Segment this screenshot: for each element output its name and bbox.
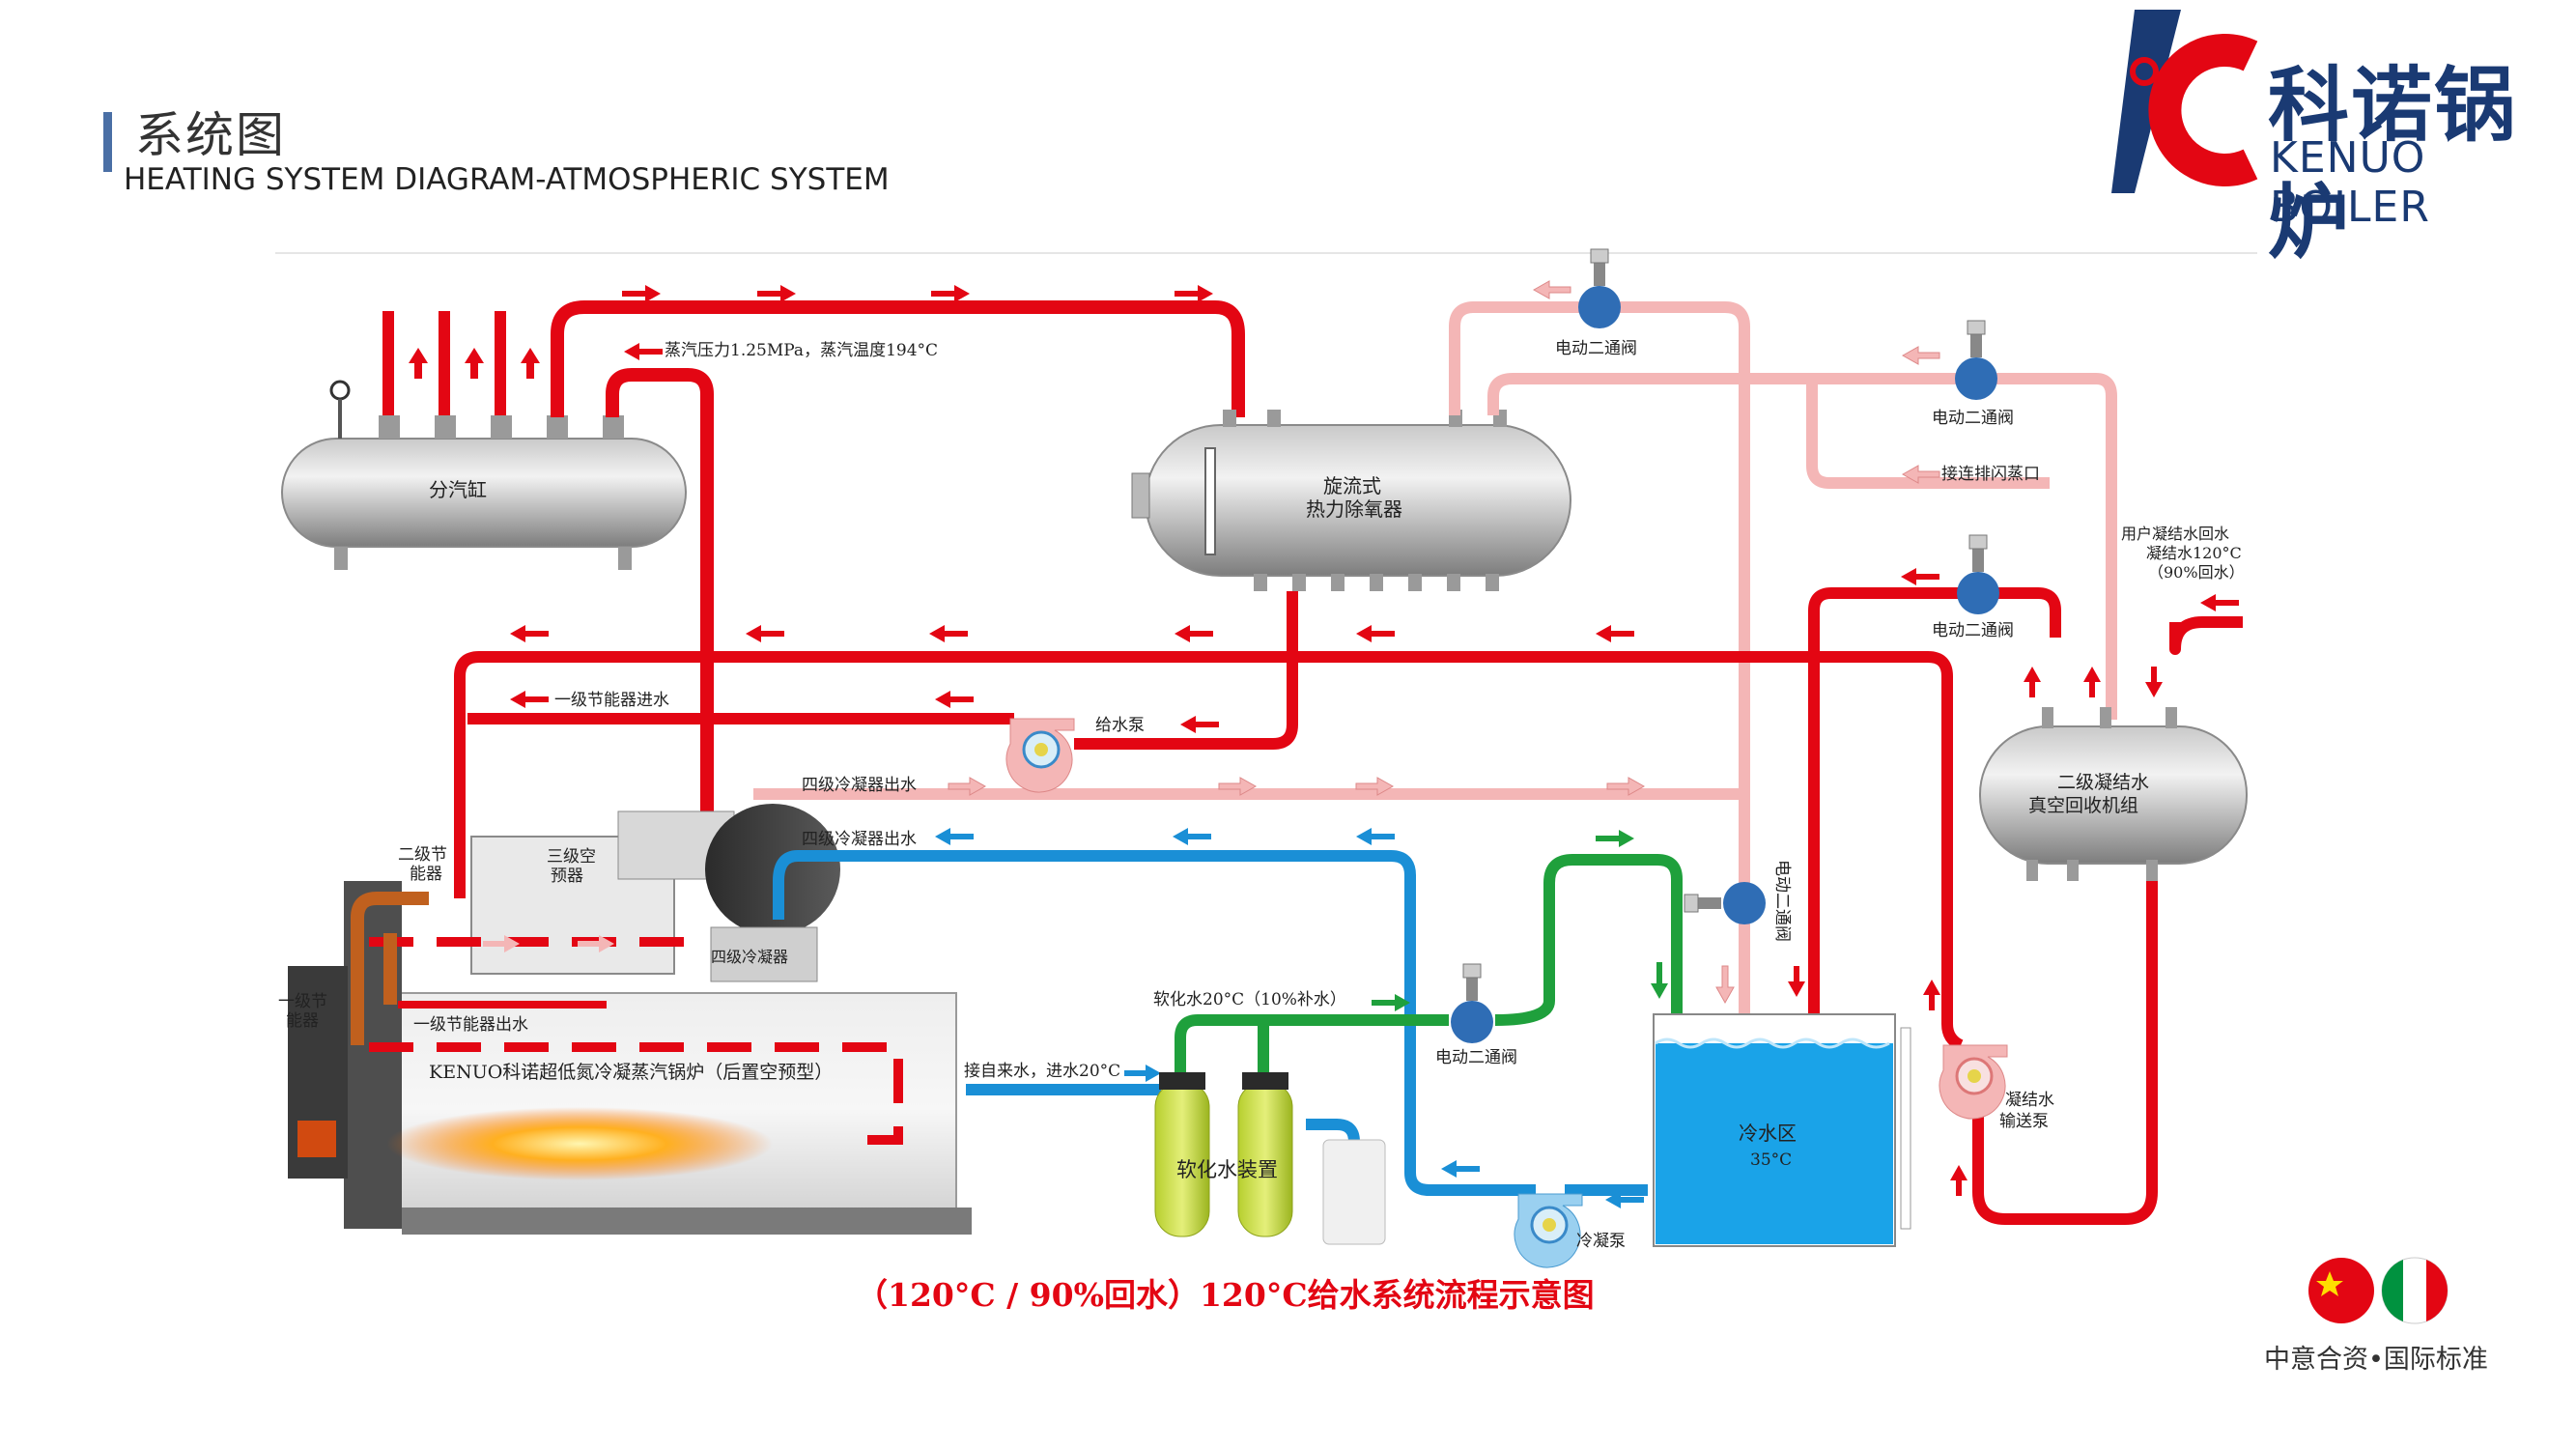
- econ2-label-1: 二级节: [398, 845, 447, 865]
- boiler-flue-arrows: [483, 935, 614, 952]
- valve-mid-label: 电动二通阀: [1435, 1048, 1517, 1067]
- econ1-label-1: 一级节: [278, 992, 327, 1011]
- divider: [275, 252, 2257, 254]
- diagram-labels: 蒸汽压力1.25MPa，蒸汽温度194°C 分汽缸 旋流式 热力除氧器 电动二通…: [278, 339, 2245, 1314]
- brand-logo: [2111, 10, 2258, 193]
- burner-flame-icon: [386, 1107, 773, 1180]
- econ2-label-2: 能器: [410, 865, 442, 884]
- boiler-flue-path: [369, 937, 903, 1145]
- header-nozzles: [379, 415, 624, 439]
- flag-icons: [2308, 1257, 2449, 1324]
- deaerator-label-2: 热力除氧器: [1306, 497, 1402, 521]
- steam-up-arrows: [409, 348, 540, 379]
- deaerator-label-1: 旋流式: [1323, 474, 1381, 497]
- feedwater-pipes: [454, 587, 2243, 1225]
- tank-label-2: 35°C: [1750, 1151, 1792, 1170]
- c4-out-top-label: 四级冷凝器出水: [802, 776, 917, 795]
- user-return-label-3: （90%回水）: [2148, 563, 2245, 582]
- condenser4-label: 四级冷凝器: [711, 948, 788, 966]
- tap-water-label: 接自来水，进水20°C: [964, 1062, 1120, 1081]
- steam-riser-pipes: [382, 311, 506, 417]
- c4-out-bot-label: 四级冷凝器出水: [802, 830, 917, 849]
- cold-flow-arrows: [935, 828, 1644, 1208]
- air-pre-label-2: 预器: [551, 867, 583, 886]
- econ1-in-label: 一级节能器进水: [554, 691, 669, 710]
- soft-flow-arrows: [1372, 830, 1668, 1011]
- boiler-label: KENUO科诺超低氮冷凝蒸汽锅炉（后置空预型）: [429, 1062, 833, 1083]
- soft-water-in-label: 软化水20°C（10%补水）: [1153, 990, 1346, 1009]
- steam-header-tank: [281, 380, 687, 570]
- vacuum-recovery-tank: [1979, 707, 2248, 881]
- feed-pump-label: 给水泵: [1095, 716, 1145, 735]
- header-tank-label: 分汽缸: [429, 478, 487, 501]
- brand-name-cn: 科诺锅炉: [2268, 58, 2518, 270]
- valve-right2-label: 电动二通阀: [1932, 621, 2014, 640]
- water-softener-units: [1154, 1072, 1386, 1245]
- soft-water-pipes: [1175, 854, 1683, 1072]
- logo-dot-shape: [2130, 57, 2159, 86]
- electric-valve-icons: [1451, 248, 1999, 1043]
- economizer-pipes: [351, 892, 429, 1045]
- logo-bar-shape: [2111, 10, 2181, 193]
- standard-label: 中意合资•国际标准: [2264, 1345, 2488, 1375]
- cold-water-tank: [1653, 1013, 1911, 1247]
- pressure-gauge-icon: [329, 380, 351, 401]
- valve-top-label: 电动二通阀: [1555, 339, 1637, 358]
- pump-icons: [1005, 718, 2008, 1268]
- user-return-label-1: 用户凝结水回水: [2121, 525, 2229, 543]
- user-return-label-2: 凝结水120°C: [2146, 544, 2242, 562]
- logo-c-shape: [2148, 34, 2258, 186]
- page-title: 系统图: [135, 107, 286, 163]
- boiler-unit: [288, 804, 972, 1235]
- cond-pump-label-2: 输送泵: [1999, 1112, 2049, 1131]
- cold-pump-label: 冷凝泵: [1576, 1232, 1626, 1251]
- air-pre-label-1: 三级空: [547, 847, 596, 867]
- deaerator-tank: [1131, 410, 1571, 591]
- tank-label-1: 冷水区: [1739, 1122, 1797, 1145]
- steam-note: 蒸汽压力1.25MPa，蒸汽温度194°C: [665, 341, 938, 360]
- econ1-out-label: 一级节能器出水: [413, 1015, 528, 1035]
- vent-label: 接连排闪蒸口: [1941, 465, 2040, 484]
- main-steam-pipes: [551, 300, 1245, 842]
- brand-name-en: KENUO BOILER: [2270, 133, 2430, 232]
- page-subtitle: HEATING SYSTEM DIAGRAM-ATMOSPHERIC SYSTE…: [124, 162, 890, 197]
- pink-flow-arrows: [579, 280, 1940, 1005]
- vacuum-label-2: 真空回收机组: [2028, 795, 2138, 816]
- title-accent-bar: [103, 112, 112, 172]
- diagram-caption: （120°C / 90%回水）120°C给水系统流程示意图: [856, 1276, 1595, 1314]
- softener-label: 软化水装置: [1176, 1158, 1278, 1181]
- cold-water-pipes: [773, 850, 1648, 1236]
- econ1-label-2: 能器: [286, 1011, 319, 1031]
- cond-pump-label-1: 凝结水: [2005, 1091, 2054, 1110]
- valve-right1-label: 电动二通阀: [1932, 409, 2014, 428]
- china-star-icon: [2316, 1271, 2343, 1296]
- red-flow-arrows: [510, 285, 2239, 1196]
- vacuum-label-1: 二级凝结水: [2057, 772, 2149, 793]
- valve-vert-label: 电动二通阀: [1772, 860, 1792, 942]
